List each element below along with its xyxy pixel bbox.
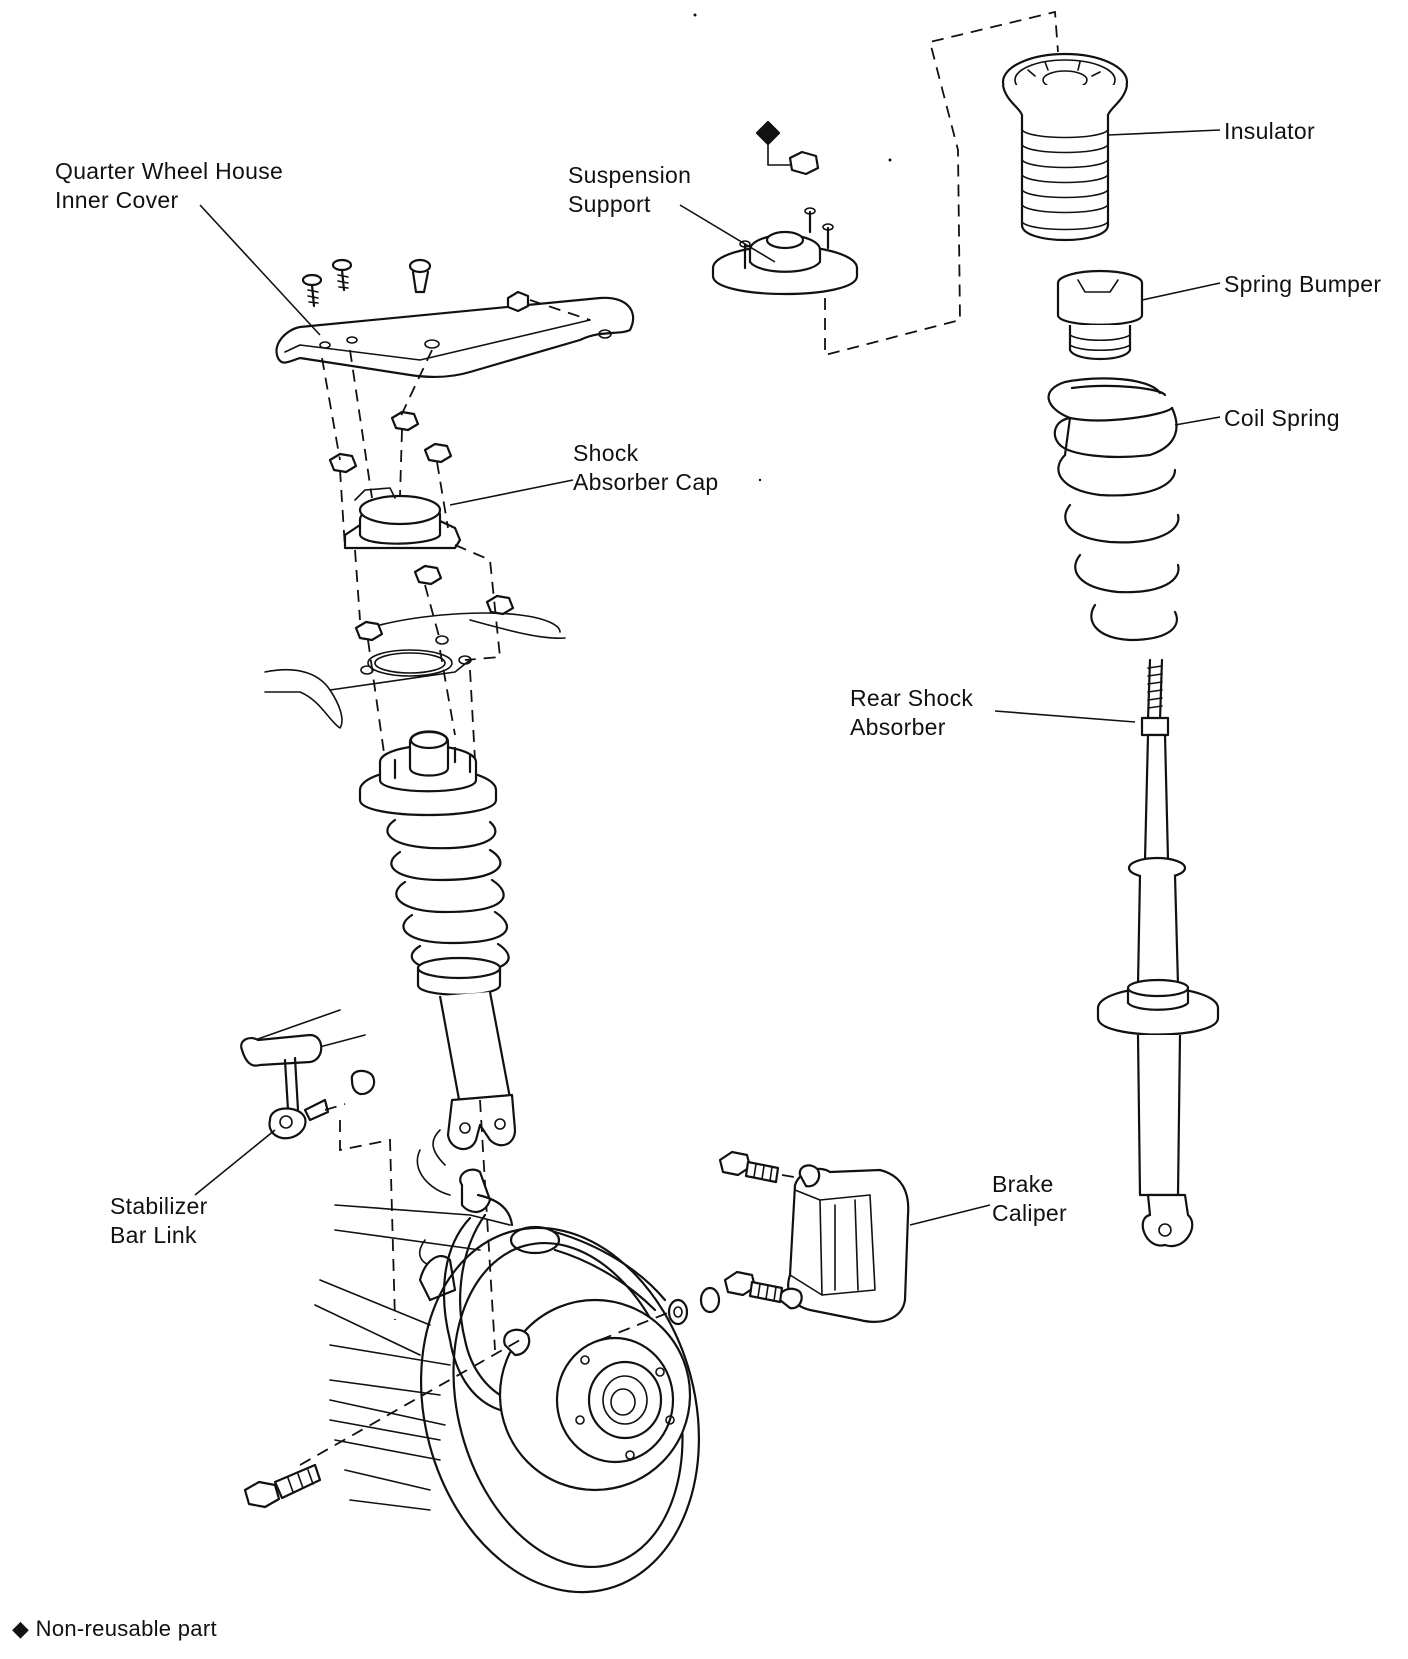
brake-caliper [778, 1164, 910, 1323]
strut-assembly [358, 730, 517, 1151]
mount-nuts [354, 564, 515, 642]
cover-screws [301, 258, 591, 321]
insulator [1001, 52, 1129, 242]
label-shock-absorber-cap: Shock Absorber Cap [573, 440, 719, 495]
label-suspension-support: Suspension Support [568, 162, 692, 217]
speck [888, 158, 892, 162]
legend: ◆ Non-reusable part [12, 1614, 217, 1643]
body-panel [264, 612, 566, 729]
label-insulator: Insulator [1224, 118, 1315, 144]
speck [693, 13, 697, 17]
non-reusable-nut [755, 120, 820, 176]
label-coil-spring: Coil Spring [1224, 405, 1340, 431]
shock-absorber-cap [343, 487, 462, 550]
non-reusable-diamond-icon: ◆ [12, 1616, 30, 1641]
rear-shock-absorber [1096, 658, 1220, 1248]
label-stabilizer-bar-link: Stabilizer Bar Link [110, 1193, 208, 1248]
label-spring-bumper: Spring Bumper [1224, 271, 1382, 297]
coil-spring [1047, 377, 1180, 642]
suspension-support [711, 207, 859, 296]
spring-bumper [1056, 269, 1144, 360]
axle-bolt [243, 1463, 322, 1509]
caliper-bolts [599, 1150, 784, 1341]
label-rear-shock-absorber: Rear Shock Absorber [850, 685, 974, 740]
cap-nuts [328, 410, 453, 474]
label-brake-caliper: Brake Caliper [992, 1171, 1067, 1226]
quarter-wheel-house-inner-cover [275, 296, 635, 379]
axle-hub-disc [299, 1129, 701, 1594]
stabilizer-bar-link [240, 1009, 396, 1321]
leader-lines [194, 129, 1221, 1226]
speck [758, 478, 762, 482]
label-quarter-wheel-house-inner-cover: Quarter Wheel House Inner Cover [55, 158, 284, 213]
legend-text: Non-reusable part [35, 1616, 217, 1641]
